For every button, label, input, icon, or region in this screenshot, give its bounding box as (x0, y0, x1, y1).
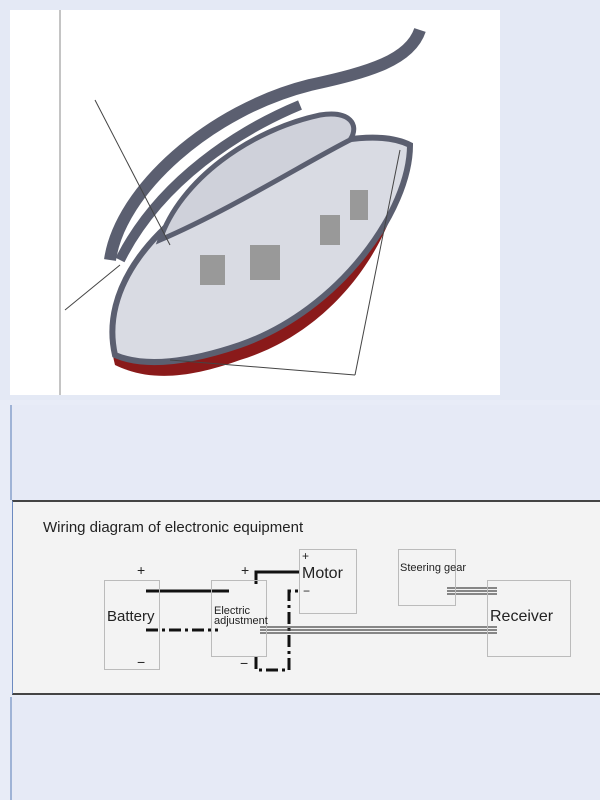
receiver-label: Receiver (490, 608, 554, 625)
diagram-title: Wiring diagram of electronic equipment (43, 519, 304, 536)
spacer-band-bottom (10, 697, 600, 800)
motor-plus: + (302, 549, 310, 563)
esc-minus: − (240, 655, 249, 671)
product-image-area (10, 10, 500, 395)
esc-plus: + (241, 562, 250, 578)
steering-gear-label: Steering gear (400, 562, 467, 574)
motor-label: Motor (302, 565, 343, 582)
wiring-diagram-panel: Wiring diagram of electronic equipment B… (12, 500, 600, 695)
battery-plus: + (137, 562, 146, 578)
motor-box (299, 549, 357, 614)
label-line: Electric (214, 605, 251, 617)
label-line: adjustment (214, 615, 268, 627)
motor-minus: − (303, 584, 311, 598)
electric-adjustment-box (211, 580, 267, 657)
battery-box (104, 580, 160, 670)
receiver-box (487, 580, 571, 657)
battery-label: Battery (107, 608, 155, 625)
exploded-hull-render (10, 10, 500, 395)
boat-hull-illustration (59, 10, 426, 395)
battery-minus: − (137, 654, 146, 670)
spacer-band (10, 405, 600, 500)
steering-gear-box (398, 549, 456, 606)
